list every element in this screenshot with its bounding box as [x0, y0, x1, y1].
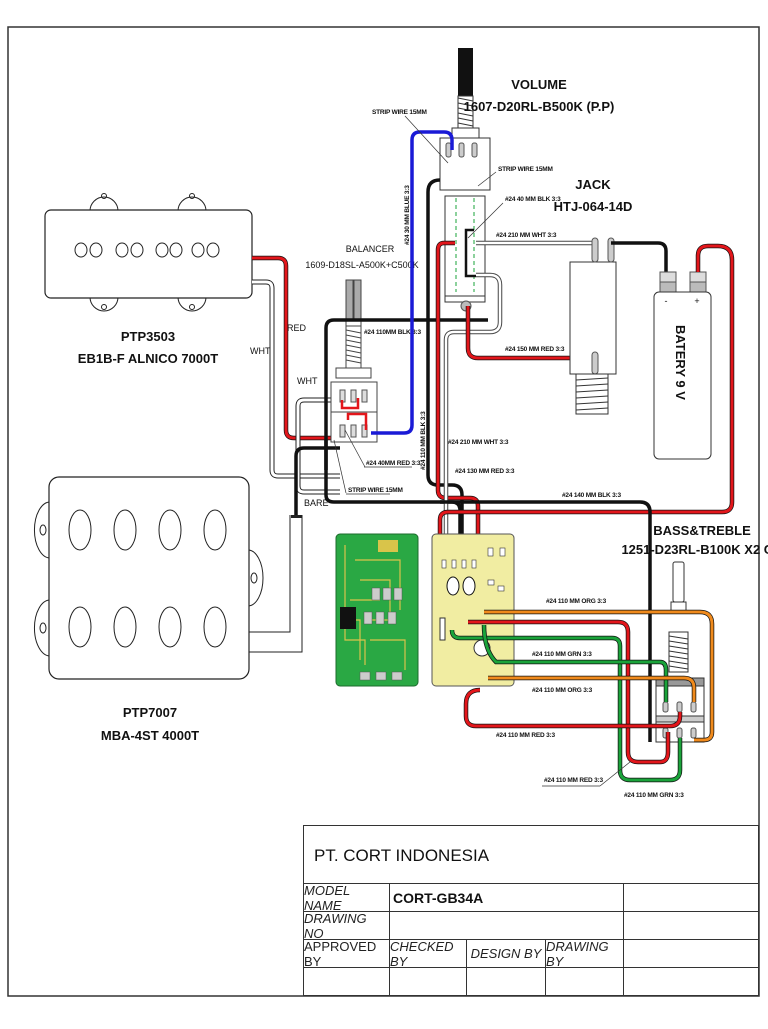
wire-label-bare: BARE [304, 498, 329, 508]
wire-label-red-110-b: #24 110 MM RED 3:3 [544, 777, 603, 784]
signoff-values-row [304, 968, 758, 995]
wire-label-wht-1: WHT [250, 346, 271, 356]
wire-label-blk-110-vert: #24 110 MM BLK 3:3 [420, 411, 427, 470]
wire-label-blk-110-bal: #24 110MM BLK 3:3 [364, 329, 422, 336]
wire-label-grn-110-a: #24 110 MM GRN 3:3 [532, 651, 592, 658]
wire-label-blk-140: #24 140 MM BLK 3:3 [562, 492, 621, 499]
volume-part-no: 1607-D20RL-B500K (P.P) [464, 99, 615, 114]
checked-by-value [390, 968, 467, 995]
signoff-values-extra [624, 968, 760, 995]
wire-label-org-110-a: #24 110 MM ORG 3:3 [546, 598, 607, 605]
wire-label-org-110-b: #24 110 MM ORG 3:3 [532, 687, 593, 694]
wire-label-red-130: #24 130 MM RED 3:3 [455, 468, 515, 475]
model-name-extra [624, 884, 760, 911]
signoff-extra [624, 940, 760, 967]
checked-by-label: CHECKED BY [390, 939, 467, 969]
drawing-frame [7, 26, 760, 997]
battery-label: BATERY 9 V [673, 325, 688, 400]
bridge-pickup [33, 476, 303, 680]
wire-label-grn-110-b: #24 110 MM GRN 3:3 [624, 792, 684, 799]
title-block: PT. CORT INDONESIA MODEL NAME CORT-GB34A… [303, 825, 759, 996]
design-by-value [467, 968, 546, 995]
model-name-row: MODEL NAME CORT-GB34A [304, 883, 760, 913]
strip-wire-label-3: STRIP WIRE 15MM [348, 487, 403, 494]
jack-title: JACK [575, 177, 611, 192]
tone-pot-title: BASS&TREBLE [653, 523, 751, 538]
drawing-by-value [546, 968, 624, 995]
neck-pickup-name: EB1B-F ALNICO 7000T [78, 351, 218, 366]
wire-label-red-40: #24 40MM RED 3:3 [366, 460, 421, 467]
approved-by-value [304, 968, 390, 995]
wire-label-red-110-a: #24 110 MM RED 3:3 [496, 732, 555, 739]
preamp-pcb-green [335, 533, 419, 687]
volume-title: VOLUME [511, 77, 567, 92]
wire-label-blk-40: #24 40 MM BLK 3:3 [505, 196, 561, 203]
balancer-pot [330, 279, 378, 443]
drawing-no-row: DRAWING NO [304, 911, 760, 941]
balancer-part-no: 1609-D18SL-A500K+C500K [305, 260, 418, 270]
drawing-by-label: DRAWING BY [546, 939, 624, 969]
drawing-no-value [390, 912, 624, 939]
balancer-title: BALANCER [346, 244, 395, 254]
strip-wire-label-1: STRIP WIRE 15MM [372, 109, 427, 116]
signoff-labels-row: APPROVED BY CHECKED BY DESIGN BY DRAWING… [304, 939, 760, 969]
jack-part-no: HTJ-064-14D [554, 199, 633, 214]
battery-9v [653, 271, 712, 460]
wire-label-wht-2: WHT [297, 376, 318, 386]
strip-wire-label-2: STRIP WIRE 15MM [498, 166, 553, 173]
bridge-pickup-model: PTP7007 [123, 705, 177, 720]
company-name: PT. CORT INDONESIA [314, 846, 490, 865]
wire-label-blue-30: #24 30 MM BLUE 3:3 [404, 185, 411, 245]
neck-pickup [44, 193, 253, 312]
battery-minus: - [665, 296, 668, 306]
preamp-pcb-yellow [431, 533, 515, 687]
approved-by-label: APPROVED BY [304, 939, 390, 969]
drawing-no-label: DRAWING NO [304, 911, 390, 941]
neck-pickup-model: PTP3503 [121, 329, 175, 344]
model-name-value: CORT-GB34A [390, 884, 624, 911]
battery-plus: + [694, 296, 699, 306]
wire-label-wht-210-mid: #24 210 MM WHT 3:3 [448, 439, 509, 446]
model-name-label: MODEL NAME [304, 883, 390, 913]
wire-label-wht-210-top: #24 210 MM WHT 3:3 [496, 232, 557, 239]
output-jack [569, 237, 617, 415]
wire-label-red: RED [287, 323, 307, 333]
design-by-label: DESIGN BY [467, 940, 546, 967]
drawing-no-extra [624, 912, 760, 939]
tone-pot-part-no: 1251-D23RL-B100K X2 CC [621, 542, 768, 557]
title-block-company-row: PT. CORT INDONESIA [304, 826, 758, 884]
bridge-pickup-name: MBA-4ST 4000T [101, 728, 199, 743]
wire-label-red-150: #24 150 MM RED 3:3 [505, 346, 565, 353]
